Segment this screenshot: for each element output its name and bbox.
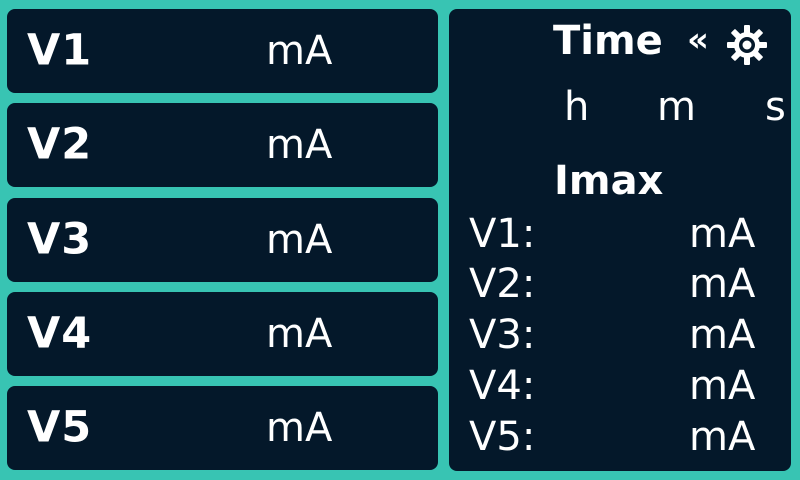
imax-label: V5:	[469, 414, 536, 460]
channel-panel-v2: V2 mA	[7, 103, 438, 187]
channel-label: V2	[27, 119, 93, 170]
imax-row-v1: V1: mA	[469, 214, 779, 262]
imax-row-v3: V3: mA	[469, 315, 779, 363]
imax-row-v4: V4: mA	[469, 366, 779, 414]
channel-panel-v5: V5 mA	[7, 386, 438, 470]
imax-unit: mA	[689, 414, 756, 460]
imax-row-v2: V2: mA	[469, 264, 779, 312]
channel-unit: mA	[266, 122, 333, 168]
imax-unit: mA	[689, 312, 756, 358]
imax-unit: mA	[689, 363, 756, 409]
channel-unit: mA	[266, 217, 333, 263]
imax-unit: mA	[689, 261, 756, 307]
gear-icon[interactable]	[726, 24, 768, 66]
imax-unit: mA	[689, 211, 756, 257]
time-title: Time	[553, 18, 663, 64]
info-panel: Time « h m s Imax V1: mA V2: mA V3: mA V…	[449, 9, 791, 471]
channel-label: V1	[27, 25, 93, 76]
imax-row-v5: V5: mA	[469, 417, 779, 465]
channel-unit: mA	[266, 405, 333, 451]
channel-panel-v3: V3 mA	[7, 198, 438, 282]
time-hours-unit: h	[564, 84, 590, 130]
double-chevron-left-icon[interactable]: «	[687, 20, 709, 60]
imax-label: V4:	[469, 363, 536, 409]
imax-label: V3:	[469, 312, 536, 358]
channel-unit: mA	[266, 28, 333, 74]
imax-label: V2:	[469, 261, 536, 307]
channel-label: V4	[27, 308, 93, 359]
imax-label: V1:	[469, 211, 536, 257]
time-seconds-unit: s	[765, 84, 786, 130]
channel-unit: mA	[266, 311, 333, 357]
channel-label: V5	[27, 402, 93, 453]
channel-panel-v1: V1 mA	[7, 9, 438, 93]
time-minutes-unit: m	[657, 84, 696, 130]
channel-label: V3	[27, 214, 93, 265]
imax-title: Imax	[554, 158, 664, 204]
channel-panel-v4: V4 mA	[7, 292, 438, 376]
